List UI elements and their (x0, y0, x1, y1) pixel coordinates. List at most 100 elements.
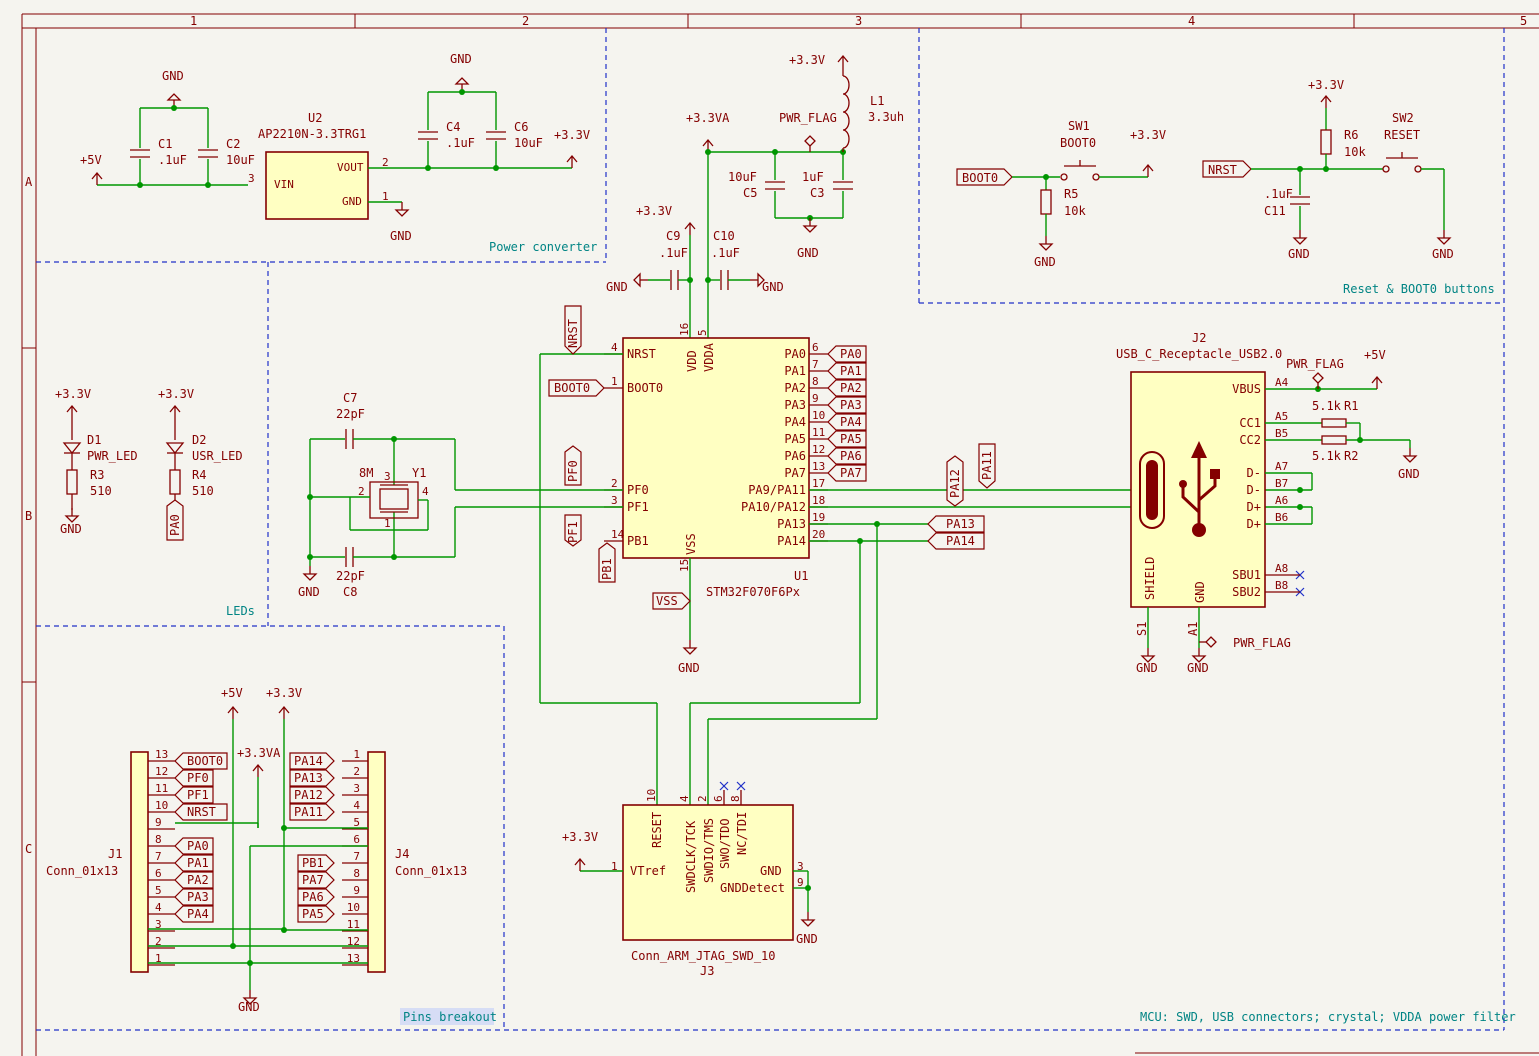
j1-header-body[interactable] (130, 751, 149, 973)
c1-value: .1uF (158, 153, 187, 167)
d1-led-symbol (62, 442, 82, 455)
j3-vtref-num: 1 (611, 860, 618, 873)
u1-right-pin-name: PA7 (784, 466, 806, 480)
u1-value: STM32F070F6Px (706, 585, 800, 599)
j4-ref: J4 (395, 847, 409, 861)
y1-pin2: 2 (358, 485, 365, 498)
c10-gnd: GND (762, 280, 784, 294)
j2-pin-name: SBU1 (1232, 568, 1261, 582)
u1-gnd: GND (678, 661, 700, 675)
u1-right-net-label: PA1 (840, 364, 862, 378)
j3-ref: J3 (700, 964, 714, 978)
r3-value: 510 (90, 484, 112, 498)
l1-value: 3.3uh (868, 110, 904, 124)
j1-pin-num: 7 (155, 850, 162, 863)
u1-left-pin-num: 14 (611, 528, 625, 541)
u2-pin1: 1 (382, 190, 389, 203)
j2-pin-name: D- (1247, 483, 1261, 497)
j1-pin-num: 12 (155, 765, 168, 778)
j4-net-label-shape (297, 905, 335, 923)
c5-value: 10uF (728, 170, 757, 184)
j4-pin-num: 5 (353, 816, 360, 829)
buttons-block: BOOT0 +3.3V SW1 BOOT0 GND R5 10k NRST +3… (956, 78, 1454, 269)
u1-left-pin-num: 2 (611, 477, 618, 490)
j3-jtag-body[interactable] (622, 804, 794, 941)
pa13-net-label: PA13 (946, 517, 975, 531)
j3-reset-num: 10 (645, 789, 658, 802)
breakout-33va-label: +3.3VA (237, 746, 281, 760)
j4-net-label: PA5 (302, 907, 324, 921)
y1-pin3: 3 (384, 470, 391, 483)
u1-boot0-label: BOOT0 (554, 381, 590, 395)
j2-pin-num: A4 (1275, 376, 1289, 389)
u1-right-pin-num: 13 (812, 460, 825, 473)
power-converter-block: GND +5V C1 .1uF C2 10uF U2 AP2210N-3.3TR… (80, 52, 590, 243)
j2-value: USB_C_Receptacle_USB2.0 (1116, 347, 1282, 361)
u2-regulator-body[interactable] (265, 151, 369, 220)
u1-right-net-label-shape (827, 413, 867, 431)
block-title-leds: LEDs (226, 604, 255, 618)
j4-pin-num: 10 (347, 901, 360, 914)
j1-pin-num: 10 (155, 799, 168, 812)
c9-gnd: GND (606, 280, 628, 294)
r5-value: 10k (1064, 204, 1086, 218)
j3-swo: SWO/TDO (718, 818, 732, 869)
j3-value: Conn_ARM_JTAG_SWD_10 (631, 949, 776, 963)
frame-row-a: A (25, 175, 33, 189)
u1-right-net-label: PA4 (840, 415, 862, 429)
j4-header-body[interactable] (367, 751, 386, 973)
frame-row-c: C (25, 842, 32, 856)
u1-right-pin-num: 8 (812, 375, 819, 388)
j2-pin-num: A8 (1275, 562, 1288, 575)
r2-ref: R2 (1344, 449, 1358, 463)
frame-col-2: 2 (522, 14, 529, 28)
u1-right-pin-num: 11 (812, 426, 825, 439)
j1-net-label-shape (174, 752, 228, 770)
u1-vdd: VDD (685, 350, 699, 372)
j3-gnd: GND (760, 864, 782, 878)
block-title-buttons: Reset & BOOT0 buttons (1343, 282, 1495, 296)
r2-value: 5.1k (1312, 449, 1342, 463)
j2-pin-name: D- (1247, 466, 1261, 480)
j3-gnddet: GNDDetect (720, 881, 785, 895)
j2-pin-name: SBU2 (1232, 585, 1261, 599)
y1-crystal-body (379, 488, 409, 510)
frame-col-5: 5 (1520, 14, 1527, 28)
j1-pin-num: 6 (155, 867, 162, 880)
j4-net-label: PA7 (302, 873, 324, 887)
c11-ref: C11 (1264, 204, 1286, 218)
power-5v-label: +5V (80, 153, 102, 167)
breakout-33v-label: +3.3V (266, 686, 302, 700)
d1-ref: D1 (87, 433, 101, 447)
d2-led-symbol (165, 442, 185, 455)
filter-33v-label: +3.3V (789, 53, 825, 67)
cc-gnd: GND (1398, 467, 1420, 481)
j2-a1: A1 (1186, 622, 1200, 636)
u1-right-net-label-shape (827, 345, 867, 363)
c3-ref: C3 (810, 186, 824, 200)
r6-ref: R6 (1344, 128, 1358, 142)
u1-right-pin-name: PA3 (784, 398, 806, 412)
u1-mcu-body[interactable] (622, 337, 810, 559)
r6-value: 10k (1344, 145, 1366, 159)
j4-net-label: PA11 (294, 805, 323, 819)
j3-swclk: SWDCLK/TCK (684, 820, 698, 893)
j4-pin-num: 4 (353, 799, 360, 812)
d2-value: USR_LED (192, 449, 243, 463)
j1-pin-num: 2 (155, 935, 162, 948)
frame-row-b: B (25, 509, 32, 523)
u1-right-pin-num: 19 (812, 511, 825, 524)
j2-pin-num: A6 (1275, 494, 1288, 507)
u1-right-pin-num: 10 (812, 409, 825, 422)
u1-right-net-label-shape (827, 464, 867, 482)
u1-right-net-label-shape (827, 379, 867, 397)
c10-ref: C10 (713, 229, 735, 243)
j4-pin-num: 13 (347, 952, 360, 965)
r3-ref: R3 (90, 468, 104, 482)
j3-gnd-sym: GND (796, 932, 818, 946)
u1-left-pin-num: 3 (611, 494, 618, 507)
crystal-gnd: GND (298, 585, 320, 599)
sw2-value: RESET (1384, 128, 1420, 142)
j4-pin-num: 1 (353, 748, 360, 761)
